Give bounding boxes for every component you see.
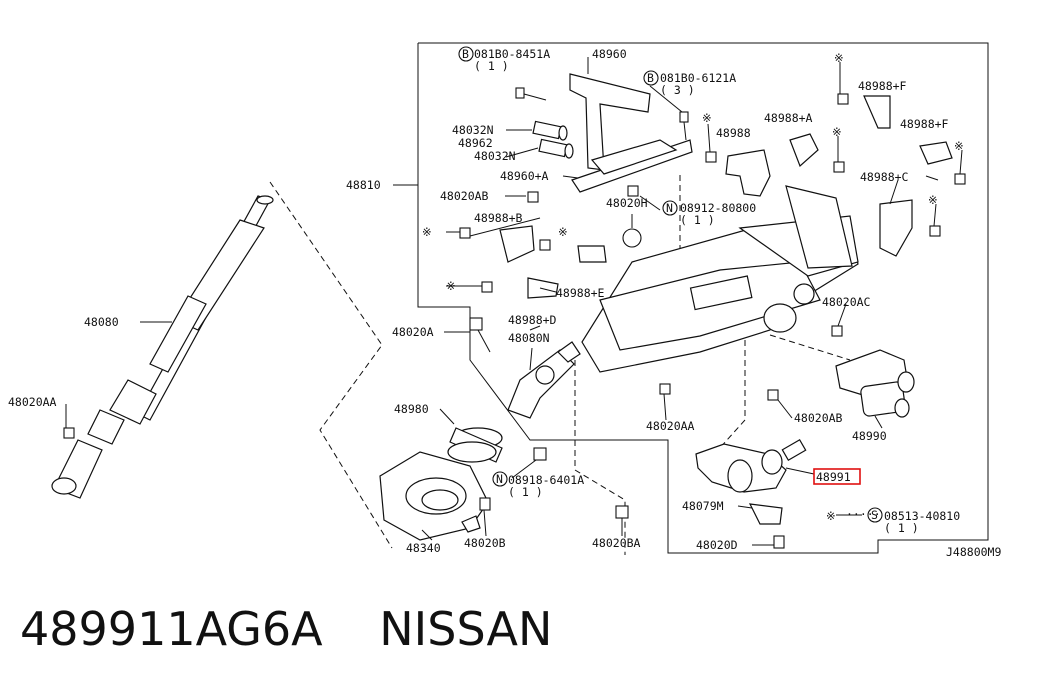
label-48080: 48080 [84, 315, 119, 329]
label-48032n-upper: 48032N [452, 123, 494, 137]
label-08918-6401a-qty: ( 1 ) [508, 485, 543, 499]
label-08912-80800: 08912-80800 [680, 201, 756, 215]
label-48020a: 48020A [392, 325, 434, 339]
bushing-set [532, 120, 574, 159]
star-marker: ※ [422, 225, 432, 239]
star-marker: ※ [928, 193, 938, 207]
leader-lines [65, 57, 963, 546]
label-48990: 48990 [852, 429, 887, 443]
label-081b0-8451a-qty: ( 1 ) [474, 59, 509, 73]
right-projection-lines-2 [769, 334, 851, 361]
label-48080n: 48080N [508, 331, 550, 345]
star-marker: ※ [446, 279, 456, 293]
label-08513-40810: 08513-40810 [884, 509, 960, 523]
label-48020ab-upper: 48020AB [440, 189, 489, 203]
star-marker: ※ [954, 139, 964, 153]
label-08912-80800-qty: ( 1 ) [680, 213, 715, 227]
label-48988-d: 48988+D [508, 313, 557, 327]
label-48960: 48960 [592, 47, 627, 61]
label-48020aa-center: 48020AA [646, 419, 695, 433]
marker-b-2 [643, 70, 659, 86]
label-48020d: 48020D [696, 538, 738, 552]
label-48988-f-right: 48988+F [900, 117, 949, 131]
marker-s [867, 507, 883, 523]
label-48988-a: 48988+A [764, 111, 813, 125]
bolt-hardware [63, 87, 966, 549]
marker-b-2-text: B [647, 71, 654, 85]
label-08918-6401a: 08918-6401A [508, 473, 584, 487]
telescopic-motor [695, 438, 807, 525]
label-48988-f-top: 48988+F [858, 79, 907, 93]
parts-diagram: B B N N S ※ ※ ※ ※ ※ ※ ※ ※ ※ ····· 081B0-… [8, 42, 1001, 559]
label-48962: 48962 [458, 136, 493, 150]
marker-s-text: S [871, 508, 878, 522]
assembly-frame [417, 42, 989, 554]
universal-joint [507, 341, 581, 419]
label-081b0-6121a: 081B0-6121A [660, 71, 736, 85]
label-48340: 48340 [406, 541, 441, 555]
star-marker: ※ [702, 111, 712, 125]
marker-b-1 [458, 46, 474, 62]
label-48988-c: 48988+C [860, 170, 909, 184]
brand-name: NISSAN [379, 602, 553, 656]
star-marker: ※ [826, 509, 836, 523]
steering-column-body [581, 185, 859, 373]
label-48988-e: 48988+E [556, 286, 605, 300]
label-081b0-6121a-qty: ( 3 ) [660, 83, 695, 97]
label-48810: 48810 [346, 178, 381, 192]
marker-n-2-text: N [496, 472, 503, 486]
star-marker: ※ [832, 125, 842, 139]
star-marker: ※ [558, 225, 568, 239]
label-48079m: 48079M [682, 499, 724, 513]
label-48988-b: 48988+B [474, 211, 523, 225]
column-boot [447, 427, 503, 463]
spec-markers: B B N N S [458, 46, 883, 523]
shaft-projection-lines [269, 181, 393, 549]
star-marker: ※ [834, 51, 844, 65]
label-48020h: 48020H [606, 196, 648, 210]
bracket-48988-family [499, 95, 953, 299]
marker-n-1 [662, 200, 678, 216]
column-cover [379, 451, 489, 541]
part-caption: 489911AG6A NISSAN [20, 596, 1020, 666]
diagram-code: J48800M9 [946, 545, 1001, 559]
label-48991: 48991 [816, 470, 851, 484]
label-081b0-8451a: 081B0-8451A [474, 47, 550, 61]
label-48980: 48980 [394, 402, 429, 416]
label-48020b: 48020B [464, 536, 506, 550]
marker-n-2 [492, 471, 508, 487]
label-48020aa-left: 48020AA [8, 395, 57, 409]
label-48020ac: 48020AC [822, 295, 871, 309]
highlight-box [813, 468, 861, 485]
star-markers: ※ ※ ※ ※ ※ ※ ※ ※ ※ [422, 51, 964, 523]
marker-b-1-text: B [462, 47, 469, 61]
label-48020ba: 48020BA [592, 536, 641, 550]
label-08513-40810-qty: ( 1 ) [884, 521, 919, 535]
center-projection-lines [574, 360, 626, 555]
upper-bracket [569, 73, 693, 193]
label-48020ab-lower: 48020AB [794, 411, 843, 425]
label-48988: 48988 [716, 126, 751, 140]
tilt-motor [835, 349, 915, 418]
label-48032n-lower: 48032N [474, 149, 516, 163]
label-48960-a: 48960+A [500, 169, 549, 183]
part-number: 489911AG6A [20, 602, 323, 656]
marker-n-1-text: N [666, 201, 673, 215]
intermediate-shaft [51, 195, 274, 499]
part-labels: 081B0-8451A ( 1 ) 48960 081B0-6121A ( 3 … [8, 47, 1001, 559]
dotted-leader: ····· [846, 507, 881, 521]
